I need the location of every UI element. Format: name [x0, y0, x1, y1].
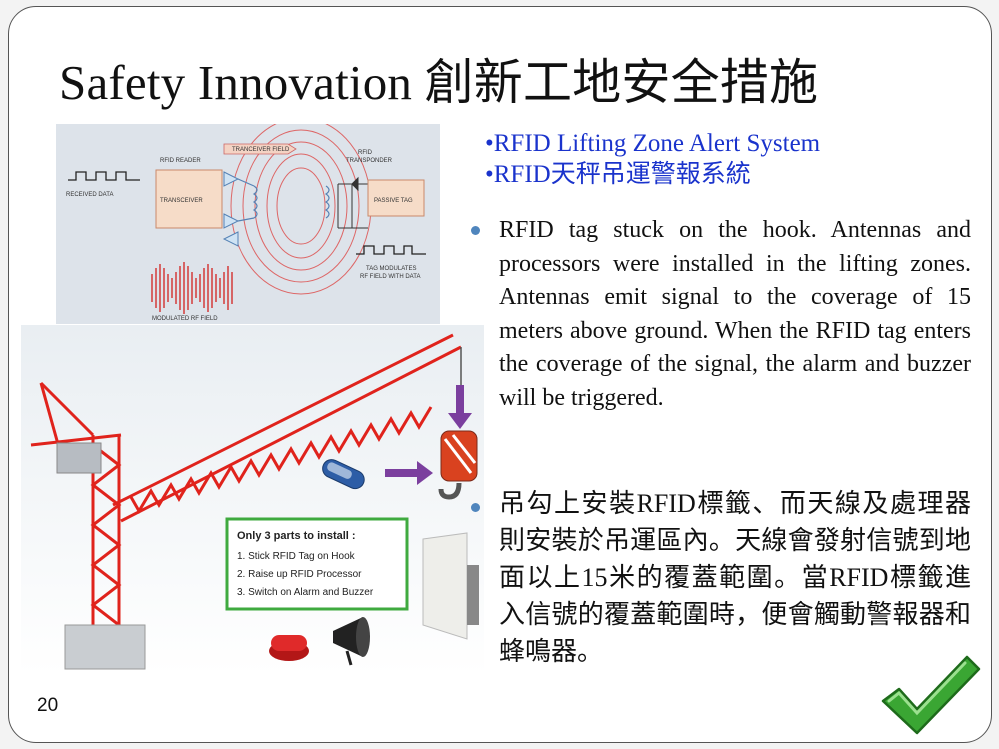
checkmark-icon [881, 655, 981, 735]
install-item-2: 2. Raise up RFID Processor [237, 569, 362, 580]
bullet-zh: 吊勾上安裝RFID標籤、而天線及處理器則安裝於吊運區內。天線會發射信號到地面以上… [471, 485, 971, 670]
diagram-label-reader: RFID READER [160, 158, 201, 164]
rfid-diagram-image: RFID READER TRANCEIVER FIELD RFID TRANSP… [56, 124, 440, 324]
diagram-label-received: RECEIVED DATA [66, 192, 113, 198]
system-headings: •RFID Lifting Zone Alert System •RFID天秤吊… [485, 128, 820, 190]
diagram-label-transceiver: TRANSCEIVER [160, 198, 203, 204]
install-item-1: 1. Stick RFID Tag on Hook [237, 551, 356, 562]
install-item-3: 3. Switch on Alarm and Buzzer [237, 587, 374, 598]
heading-en: •RFID Lifting Zone Alert System [485, 130, 821, 157]
install-box-title: Only 3 parts to install : [237, 530, 356, 542]
heading-zh: •RFID天秤吊運警報系統 [485, 161, 751, 188]
diagram-label-transponder-1: RFID [358, 150, 373, 156]
diagram-label-passive: PASSIVE TAG [374, 198, 413, 204]
page-number: 20 [37, 695, 59, 716]
diagram-label-modulated: MODULATED RF FIELD [152, 316, 218, 322]
bullet-en-text: RFID tag stuck on the hook. Antennas and… [499, 217, 971, 411]
diagram-label-transponder-2: TRANSPONDER [346, 158, 393, 164]
slide-title: Safety Innovation 創新工地安全措施 [59, 55, 819, 110]
bullet-dot [471, 503, 480, 512]
bullet-en: RFID tag stuck on the hook. Antennas and… [471, 214, 971, 415]
diagram-label-field: TRANCEIVER FIELD [232, 147, 290, 153]
bullet-zh-text: 吊勾上安裝RFID標籤、而天線及處理器則安裝於吊運區內。天線會發射信號到地面以上… [499, 489, 971, 666]
slide: Safety Innovation 創新工地安全措施 [8, 6, 992, 743]
diagram-label-tag-mod-2: RF FIELD WITH DATA [360, 274, 420, 280]
diagram-label-tag-mod-1: TAG MODULATES [366, 266, 416, 272]
bullet-dot [471, 226, 480, 235]
crane-photo-image: Only 3 parts to install : 1. Stick RFID … [21, 325, 484, 675]
